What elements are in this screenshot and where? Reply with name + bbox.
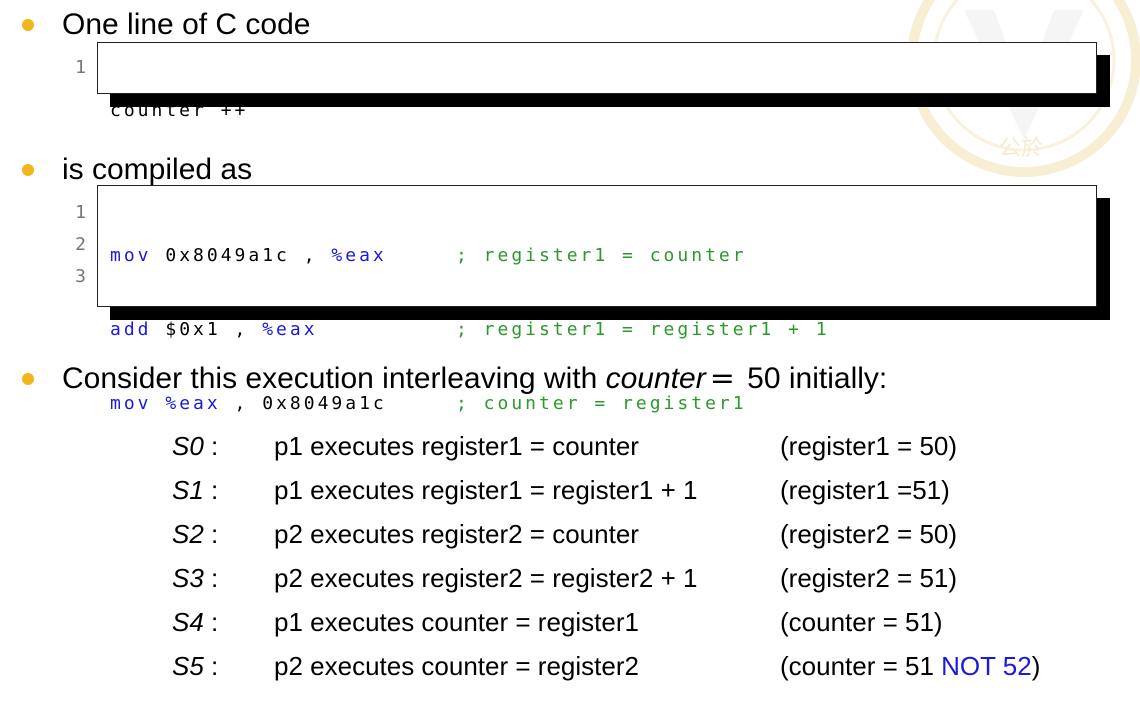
code-line: counter ++ xyxy=(110,100,249,121)
bullet-interleaving: Consider this execution interleaving wit… xyxy=(22,362,887,396)
bullet-compiled: is compiled as xyxy=(22,153,252,187)
step-result: (counter = 51) xyxy=(780,607,943,637)
not-52-highlight: NOT 52 xyxy=(941,651,1032,681)
step-action: p2 executes register2 = counter xyxy=(274,519,639,549)
asm-comment: ; register1 = counter xyxy=(456,245,747,266)
asm-register: %eax xyxy=(331,245,387,266)
table-row: S2 : p2 executes register2 = counter (re… xyxy=(172,512,1040,556)
step-action: p1 executes register1 = register1 + 1 xyxy=(274,475,698,505)
step-action: p1 executes counter = register1 xyxy=(274,607,639,637)
line-number: 3 xyxy=(75,266,86,287)
asm-args: $0x1 , xyxy=(151,319,263,340)
step-label: S2 : xyxy=(172,519,219,549)
step-label: S4 : xyxy=(172,607,219,637)
code-line: mov 0x8049a1c , %eax ; register1 = counte… xyxy=(110,240,1096,272)
step-result: (register2 = 51) xyxy=(780,563,958,593)
step-action: p2 executes register2 = register2 + 1 xyxy=(274,563,698,593)
interleaving-table: S0 : p1 executes register1 = counter (re… xyxy=(172,424,1040,688)
asm-args: 0x8049a1c , xyxy=(151,245,332,266)
asm-opcode: mov xyxy=(110,245,152,266)
bullet-text: One line of C code xyxy=(62,8,311,41)
line-number: 2 xyxy=(75,234,86,255)
step-result: (register1 =51) xyxy=(780,475,950,505)
asm-args xyxy=(152,393,166,414)
bullet-c-code: One line of C code xyxy=(22,8,310,42)
step-action: p1 executes register1 = counter xyxy=(274,431,639,461)
step-label: S1 : xyxy=(172,475,219,505)
svg-text:公於: 公於 xyxy=(999,136,1043,161)
bullet-dot xyxy=(22,164,34,176)
table-row: S3 : p2 executes register2 = register2 +… xyxy=(172,556,1040,600)
bullet-dot xyxy=(22,19,34,31)
step-label: S0 : xyxy=(172,431,219,461)
step-action: p2 executes counter = register2 xyxy=(274,651,639,681)
line-numbers: 1 xyxy=(56,52,86,84)
code-box: mov 0x8049a1c , %eax ; register1 = counte… xyxy=(97,185,1097,414)
asm-args: , 0x8049a1c xyxy=(220,393,387,414)
asm-opcode: add xyxy=(110,319,152,340)
asm-comment: ; counter = register1 xyxy=(456,393,747,414)
asm-register: %eax xyxy=(165,393,221,414)
table-row: S0 : p1 executes register1 = counter (re… xyxy=(172,424,1040,468)
line-numbers: 1 2 3 xyxy=(56,197,86,293)
asm-register: %eax xyxy=(262,319,318,340)
code-box: counter ++ xyxy=(97,42,1097,121)
code-line: mov %eax , 0x8049a1c ; counter = register… xyxy=(110,388,1096,420)
text-prefix: Consider this execution interleaving wit… xyxy=(62,362,606,395)
table-row: S4 : p1 executes counter = register1 (co… xyxy=(172,600,1040,644)
step-result: (counter = 51 NOT 52) xyxy=(780,651,1041,681)
bullet-dot xyxy=(22,373,34,385)
equals-sign: = xyxy=(709,361,735,396)
asm-opcode: mov xyxy=(110,393,152,414)
step-result: (register2 = 50) xyxy=(780,519,958,549)
var-counter: counter xyxy=(605,362,706,395)
line-number: 1 xyxy=(75,57,86,78)
asm-comment: ; register1 = register1 + 1 xyxy=(456,319,830,340)
table-row: S5 : p2 executes counter = register2 (co… xyxy=(172,644,1040,688)
table-row: S1 : p1 executes register1 = register1 +… xyxy=(172,468,1040,512)
code-line: add $0x1 , %eax ; register1 = register1 +… xyxy=(110,314,1096,346)
step-label: S3 : xyxy=(172,563,219,593)
step-label: S5 : xyxy=(172,651,219,681)
step-result: (register1 = 50) xyxy=(780,431,958,461)
bullet-text: Consider this execution interleaving wit… xyxy=(62,362,887,396)
line-number: 1 xyxy=(75,202,86,223)
bullet-text: is compiled as xyxy=(62,153,253,186)
text-suffix: 50 initially: xyxy=(738,362,888,395)
